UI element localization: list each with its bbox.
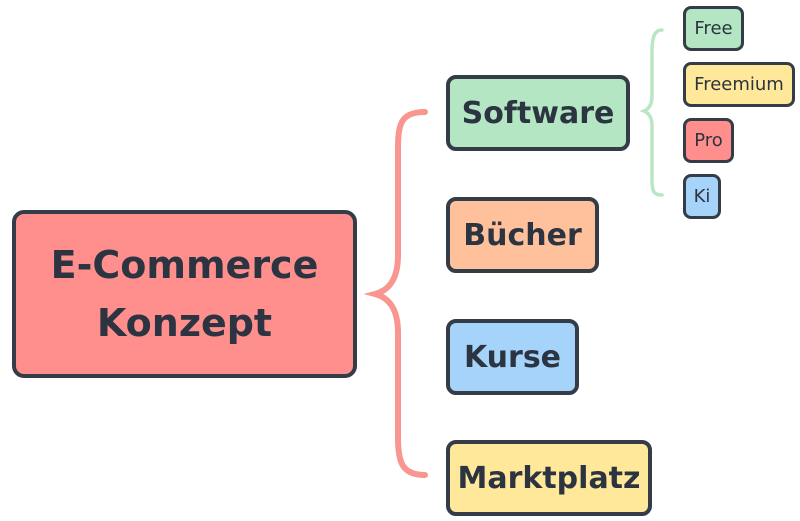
branch-node-kurse[interactable]: Kurse	[446, 319, 579, 395]
branch-node-buecher[interactable]: Bücher	[446, 197, 599, 273]
root-node-label-line-2: Konzept	[96, 301, 273, 345]
leaf-node-label: Pro	[694, 130, 723, 151]
leaf-node-freemium[interactable]: Freemium	[683, 62, 795, 107]
root-node-e-commerce-konzept[interactable]: E-Commerce Konzept	[12, 210, 357, 378]
leaf-node-pro[interactable]: Pro	[683, 118, 734, 163]
leaf-node-ki[interactable]: Ki	[683, 174, 721, 219]
branch-node-marktplatz[interactable]: Marktplatz	[446, 440, 652, 516]
root-branch-bracket	[363, 109, 428, 478]
branch-node-label: Bücher	[463, 217, 582, 253]
branch-node-label: Software	[461, 95, 615, 131]
branch-node-software[interactable]: Software	[446, 75, 630, 151]
branch-node-label: Kurse	[463, 339, 562, 375]
leaf-node-free[interactable]: Free	[683, 6, 744, 51]
root-node-label-line-1: E-Commerce	[50, 243, 319, 287]
software-children-bracket	[639, 28, 664, 197]
branch-node-label: Marktplatz	[457, 460, 641, 496]
leaf-node-label: Free	[694, 18, 733, 39]
leaf-node-label: Ki	[693, 186, 711, 207]
leaf-node-label: Freemium	[694, 74, 784, 95]
